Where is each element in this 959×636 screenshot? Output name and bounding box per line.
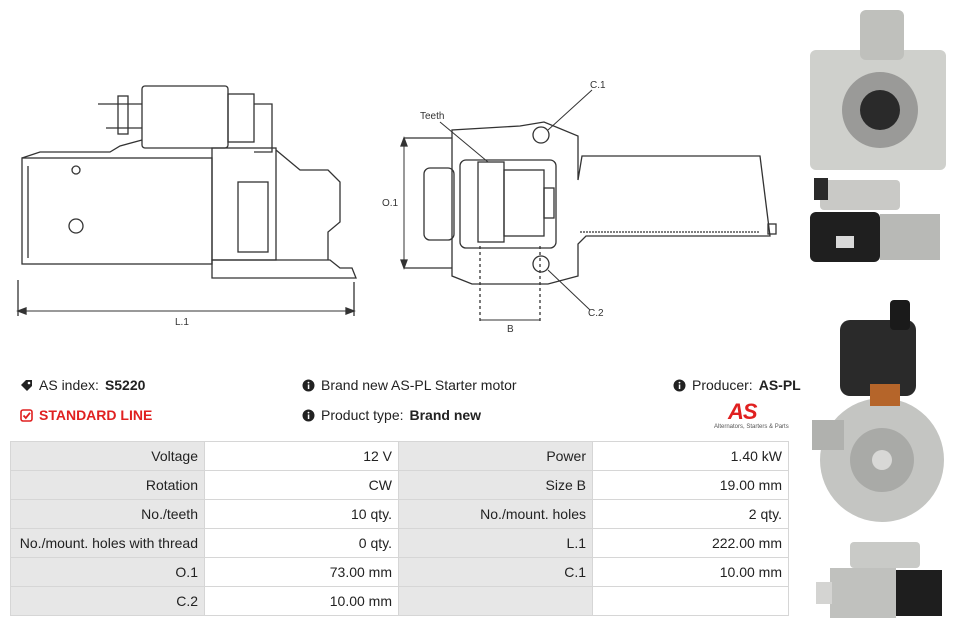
spec-label: O.1 <box>10 557 205 587</box>
as-pl-logo: AS Alternators, Starters & Parts <box>712 399 792 435</box>
spec-label: No./mount. holes <box>398 499 593 529</box>
o1-label: O.1 <box>382 198 399 209</box>
description-text: Brand new AS-PL Starter motor <box>321 377 517 393</box>
description: Brand new AS-PL Starter motor <box>302 377 517 393</box>
spec-label <box>398 586 593 616</box>
photo-full-side <box>816 542 942 618</box>
spec-value: 222.00 mm <box>592 528 789 558</box>
product-photos <box>810 10 946 618</box>
checkbox-icon <box>20 408 33 422</box>
as-index-label: AS index: <box>39 377 99 393</box>
spec-value: 73.00 mm <box>204 557 399 587</box>
solenoid-outline <box>141 85 229 149</box>
info-icon <box>302 379 315 392</box>
info-icon <box>302 409 315 422</box>
producer-value: AS-PL <box>758 377 801 393</box>
photo-side <box>810 178 940 262</box>
as-index: AS index: S5220 <box>20 377 145 393</box>
photo-rear <box>812 300 944 522</box>
spec-label: C.2 <box>10 586 205 616</box>
spec-label: Rotation <box>10 470 205 500</box>
spec-value: 0 qty. <box>204 528 399 558</box>
product-type: Product type: Brand new <box>302 407 481 423</box>
producer: Producer: AS-PL <box>673 377 801 393</box>
logo-tagline: Alternators, Starters & Parts <box>714 424 789 430</box>
spec-value <box>592 586 789 616</box>
spec-value: 10.00 mm <box>592 557 789 587</box>
spec-value: 12 V <box>204 441 399 471</box>
spec-label: Voltage <box>10 441 205 471</box>
spec-value: 2 qty. <box>592 499 789 529</box>
product-type-value: Brand new <box>409 407 482 423</box>
standard-line-label: STANDARD LINE <box>39 407 153 423</box>
spec-label: No./mount. holes with thread <box>10 528 205 558</box>
spec-value: 10 qty. <box>204 499 399 529</box>
teeth-label: Teeth <box>420 111 444 122</box>
spec-value: CW <box>204 470 399 500</box>
tag-icon <box>20 379 33 392</box>
spec-label: C.1 <box>398 557 593 587</box>
as-index-value: S5220 <box>104 377 146 393</box>
info-icon <box>673 379 686 392</box>
spec-label: No./teeth <box>10 499 205 529</box>
product-type-label: Product type: <box>321 407 404 423</box>
spec-label: L.1 <box>398 528 593 558</box>
spec-label: Power <box>398 441 593 471</box>
photo-front-flange <box>810 10 946 170</box>
b-label: B <box>507 324 514 335</box>
producer-label: Producer: <box>692 377 753 393</box>
spec-value: 10.00 mm <box>204 586 399 616</box>
c1-label: C.1 <box>590 80 606 91</box>
c2-label: C.2 <box>588 308 604 319</box>
spec-value: 1.40 kW <box>592 441 789 471</box>
starter-body-outline <box>21 157 213 265</box>
technical-drawing: L.1 Teeth C.1 C.2 O.1 B <box>16 80 777 335</box>
logo-mark: AS <box>728 399 758 424</box>
l1-label: L.1 <box>175 317 189 328</box>
spec-label: Size B <box>398 470 593 500</box>
product-line: STANDARD LINE <box>20 407 152 423</box>
spec-value: 19.00 mm <box>592 470 789 500</box>
